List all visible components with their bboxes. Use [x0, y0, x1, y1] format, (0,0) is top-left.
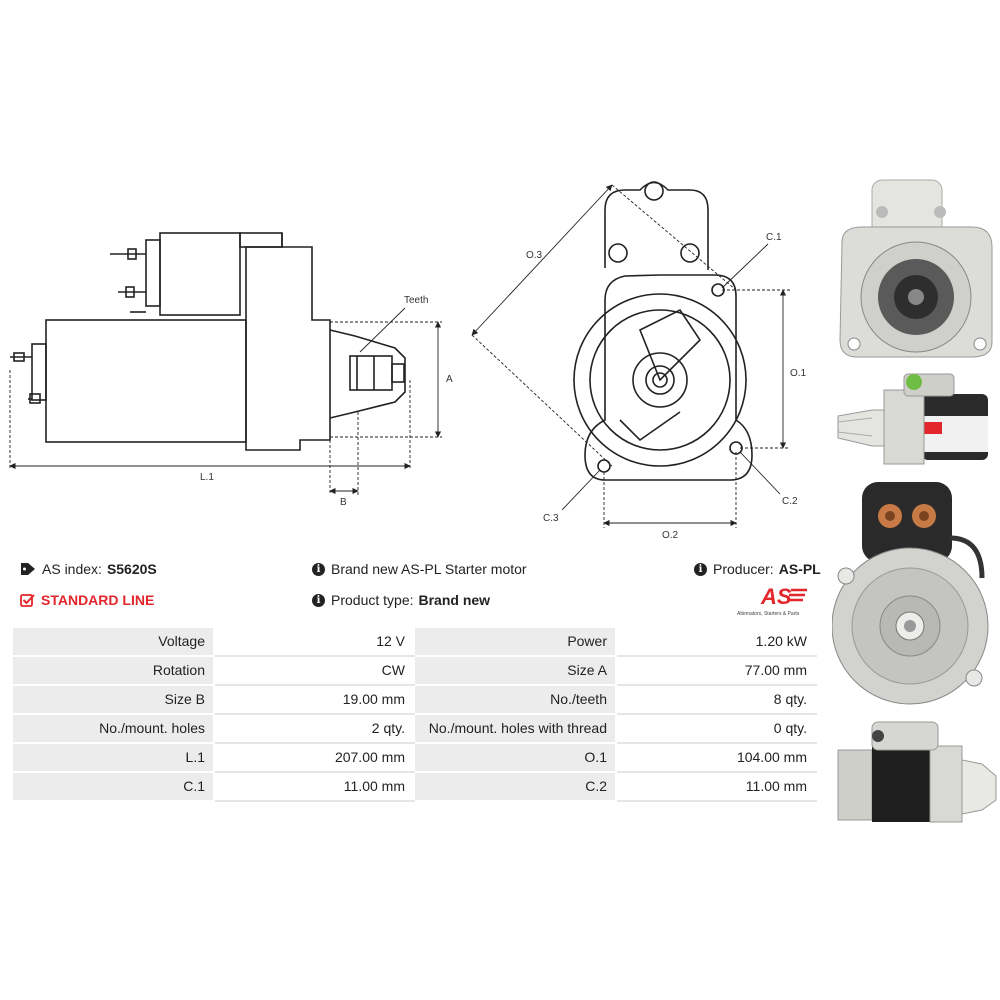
technical-drawing: Teeth A B L.1 O.3 C.1 O.1 O.2: [9, 181, 807, 541]
as-index: AS index: S5620S: [20, 561, 157, 577]
as-index-value: S5620S: [106, 561, 157, 577]
product-type: i Product type: Brand new: [312, 592, 490, 608]
spec-label: C.1: [11, 771, 215, 802]
standard-line: STANDARD LINE: [20, 592, 154, 608]
side-view-drawing: [10, 232, 406, 451]
logo-tagline: Alternators, Starters & Parts: [737, 611, 800, 617]
spec-value: CW: [213, 655, 415, 686]
info-icon: i: [694, 562, 707, 576]
spec-value: 8 qty.: [615, 684, 817, 715]
spec-value: 19.00 mm: [213, 684, 415, 715]
label-o3: O.3: [526, 250, 543, 261]
label-c2: C.2: [782, 496, 798, 507]
spec-value: 207.00 mm: [213, 742, 415, 773]
producer-label: Producer:: [713, 561, 774, 577]
spec-label: Size B: [11, 684, 215, 715]
front-view-drawing: [573, 181, 753, 481]
product-photo-side-2: [832, 716, 1000, 832]
label-l1: L.1: [200, 472, 214, 483]
info-icon: i: [312, 562, 325, 576]
spec-value: 11.00 mm: [615, 771, 817, 802]
spec-value: 2 qty.: [213, 713, 415, 744]
spec-value: 11.00 mm: [213, 771, 415, 802]
producer: i Producer: AS-PL: [694, 561, 821, 577]
info-icon: i: [312, 593, 325, 607]
spec-label: No./teeth: [413, 684, 617, 715]
spec-value: 77.00 mm: [615, 655, 817, 686]
label-o2: O.2: [662, 530, 679, 541]
as-index-label: AS index:: [42, 561, 102, 577]
tag-icon: [21, 563, 35, 575]
spec-value: 1.20 kW: [615, 626, 817, 657]
label-a: A: [446, 374, 453, 385]
spec-label: Size A: [413, 655, 617, 686]
logo-text: AS: [760, 584, 792, 609]
checkbox-icon: [20, 594, 35, 607]
product-photo-front: [832, 172, 1000, 364]
product-type-value: Brand new: [418, 592, 491, 608]
product-photo-side: [832, 366, 1000, 476]
label-teeth: Teeth: [404, 295, 428, 306]
description-text: Brand new AS-PL Starter motor: [331, 561, 527, 577]
label-b: B: [340, 497, 347, 508]
label-c3: C.3: [543, 513, 559, 524]
spec-value: 0 qty.: [615, 713, 817, 744]
spec-value: 104.00 mm: [615, 742, 817, 773]
spec-label: Power: [413, 626, 617, 657]
standard-line-label: STANDARD LINE: [41, 592, 155, 608]
product-photo-rear: [832, 478, 1000, 714]
label-o1: O.1: [790, 368, 807, 379]
spec-label: L.1: [11, 742, 215, 773]
spec-value: 12 V: [213, 626, 415, 657]
spec-label: Voltage: [11, 626, 215, 657]
spec-label: No./mount. holes with thread: [413, 713, 617, 744]
as-pl-logo: AS Alternators, Starters & Parts: [737, 584, 807, 617]
spec-label: No./mount. holes: [11, 713, 215, 744]
product-type-label: Product type:: [331, 592, 414, 608]
product-description: i Brand new AS-PL Starter motor: [312, 561, 527, 577]
spec-label: O.1: [413, 742, 617, 773]
producer-value: AS-PL: [778, 561, 821, 577]
label-c1: C.1: [766, 232, 782, 243]
spec-label: Rotation: [11, 655, 215, 686]
spec-label: C.2: [413, 771, 617, 802]
